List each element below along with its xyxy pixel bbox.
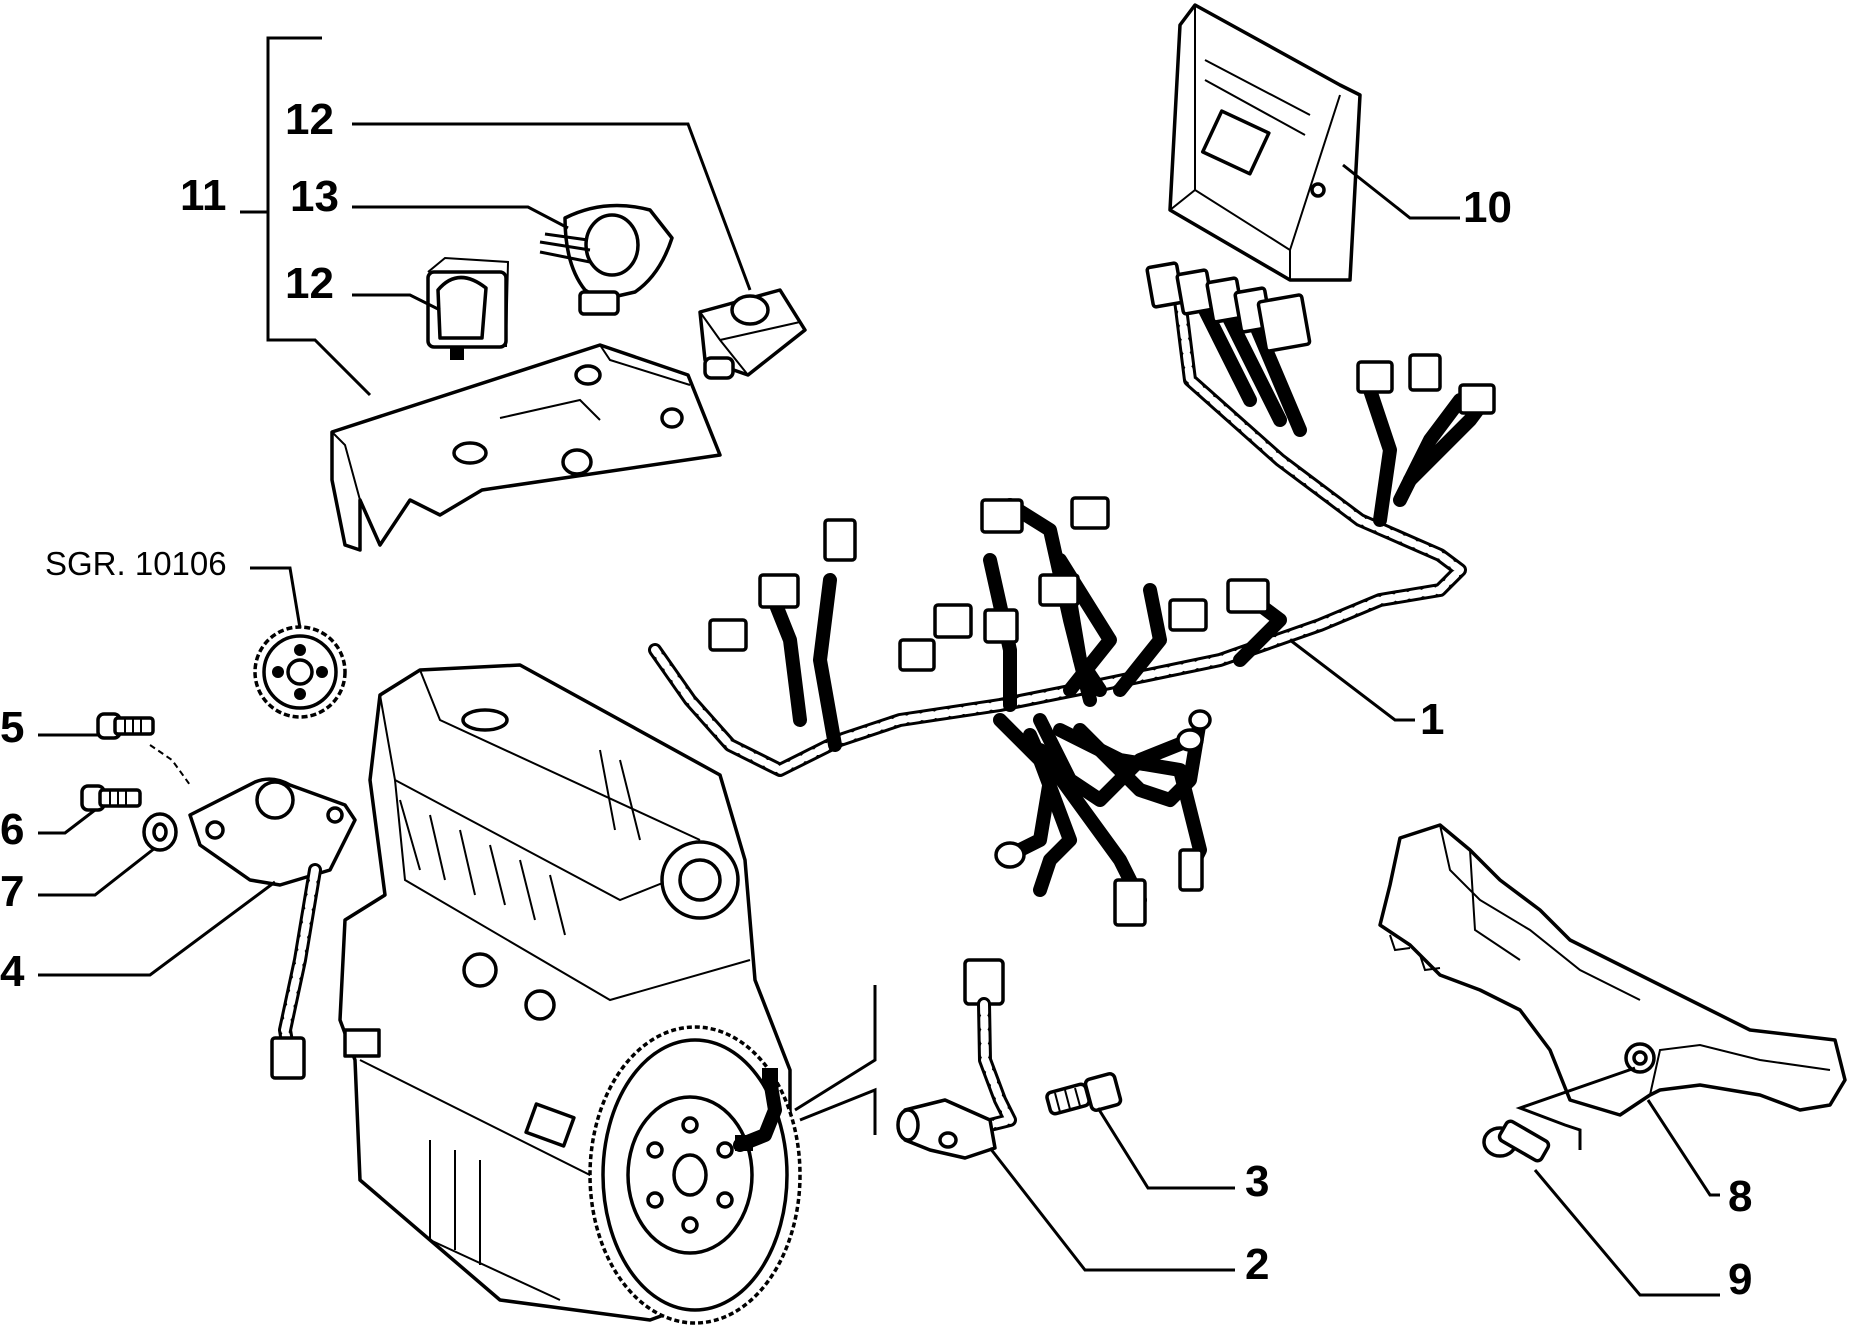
leader-10: [1342, 163, 1460, 220]
callout-2: 2: [1245, 1240, 1270, 1289]
sensor-13: [539, 203, 674, 316]
callout-7: 7: [0, 867, 25, 916]
callout-8: 8: [1728, 1172, 1753, 1221]
callout-9: 9: [1728, 1255, 1753, 1304]
wiring-harness: [648, 261, 1496, 927]
leader-5-dash: [149, 744, 191, 786]
callout-13: 13: [290, 172, 339, 221]
callout-1: 1: [1420, 695, 1445, 744]
callout-11: 11: [180, 171, 227, 220]
ecu-control-unit: [1168, 3, 1460, 282]
timing-cover-8: [1378, 823, 1847, 1117]
leader-3: [1096, 1107, 1235, 1190]
callout-4: 4: [0, 947, 25, 996]
bolt-6: [80, 784, 142, 812]
leader-13: [352, 205, 569, 230]
callout-10: 10: [1463, 183, 1512, 232]
sensor-4: [188, 777, 357, 1080]
leader-9: [1533, 1169, 1720, 1297]
callout-3: 3: [1245, 1157, 1270, 1206]
leader-6: [38, 808, 96, 835]
crank-sensor-2: [896, 958, 1017, 1160]
callout-12-left: 12: [285, 259, 334, 308]
bolt-9: [1482, 1119, 1551, 1163]
leader-8: [1646, 1099, 1720, 1197]
leader-7: [38, 846, 156, 897]
sensor-12-left: [426, 256, 510, 360]
bolt-3: [1045, 1072, 1123, 1116]
callout-5: 5: [0, 703, 25, 752]
bolt-5: [96, 712, 155, 740]
leader-4: [38, 880, 276, 977]
leader-sgr: [250, 566, 302, 629]
leader-9-bracket: [1515, 1066, 1636, 1150]
leader-1: [1289, 638, 1415, 722]
leader-12-top: [352, 122, 752, 291]
washer-7: [142, 812, 178, 852]
callout-12-top: 12: [285, 95, 334, 144]
reference-label: SGR. 10106: [45, 545, 227, 582]
sensor-12-right: [698, 288, 807, 380]
callout-6: 6: [0, 805, 25, 854]
leader-flywheel-sensor: [794, 985, 877, 1135]
flywheel: [588, 1025, 802, 1325]
leader-12-left: [352, 293, 441, 312]
camshaft-pulley: [250, 566, 347, 719]
group-bracket-11: [240, 36, 372, 397]
sensor-bracket: [330, 343, 722, 552]
leader-2: [988, 1147, 1235, 1272]
